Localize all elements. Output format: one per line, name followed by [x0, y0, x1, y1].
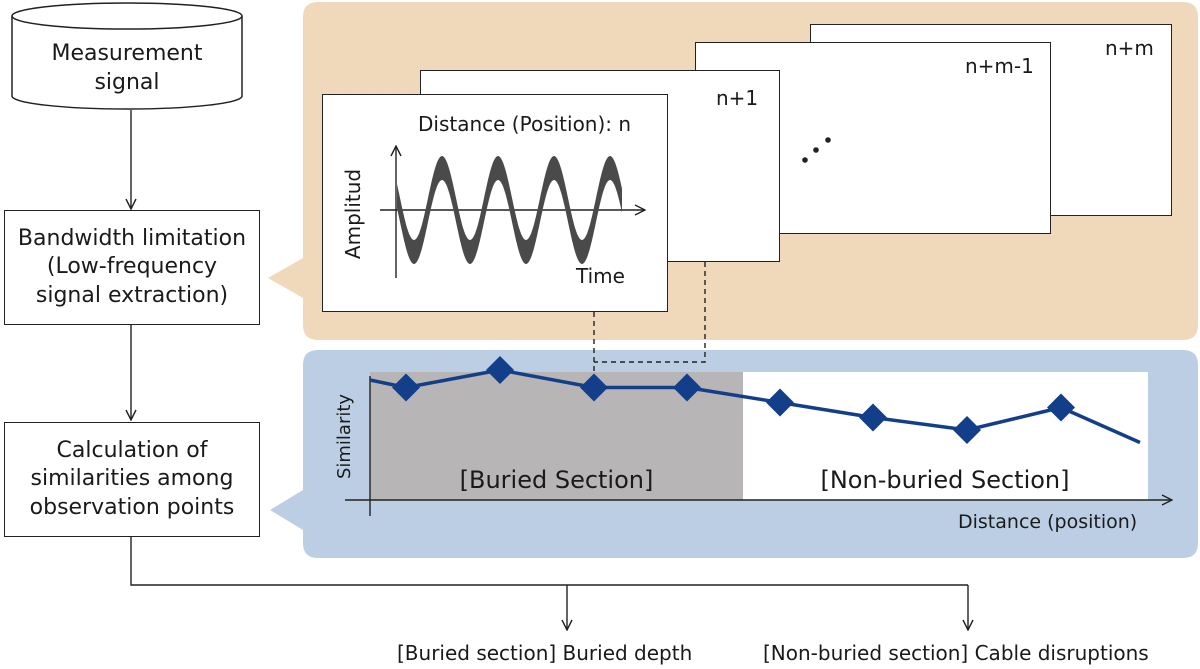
measurement-line-2: signal: [94, 69, 160, 95]
similarity-marker: [1047, 393, 1075, 422]
output-connector: [130, 537, 968, 586]
distance-axis-label: Distance (position): [958, 511, 1138, 533]
buried-section-label: [Buried Section]: [459, 466, 654, 494]
output-buried-depth: [Buried section] Buried depth: [397, 641, 693, 665]
measurement-signal-label: Measurement signal: [12, 40, 242, 97]
calc-line-1: Calculation of: [56, 437, 208, 463]
frame-n-label: Distance (Position): n: [418, 112, 632, 136]
similarity-marker: [953, 416, 981, 444]
bandwidth-line-1: Bandwidth limitation: [17, 225, 247, 251]
non-buried-section-label: [Non-buried Section]: [820, 466, 1070, 494]
frame-n-plus-m-minus-1-label: n+m-1: [965, 54, 1034, 78]
frame-n-plus-1-label: n+1: [716, 86, 759, 110]
similarity-marker: [392, 373, 420, 402]
similarity-marker: [580, 373, 608, 402]
dashed-link-frame-n-plus-1: [594, 262, 706, 363]
bandwidth-line-3: signal extraction): [35, 282, 229, 308]
amplitude-axis-label: Amplitud: [341, 168, 366, 260]
similarity-marker: [486, 356, 514, 384]
output-cable-disruptions: [Non-buried section] Cable disruptions: [763, 641, 1149, 665]
similarity-calculation-box: Calculation of similarities among observ…: [4, 422, 260, 537]
similarity-marker: [766, 388, 794, 417]
measurement-line-1: Measurement: [51, 41, 203, 66]
measurement-cylinder: [11, 2, 243, 110]
waveform-band: [397, 156, 622, 264]
similarity-marker: [859, 403, 887, 432]
time-axis-label: Time: [576, 264, 625, 288]
frame-n-plus-m-label: n+m: [1105, 36, 1154, 60]
similarity-axis-label: Similarity: [334, 393, 356, 480]
bandwidth-line-2: (Low-frequency: [46, 254, 218, 280]
ellipsis-dots: [802, 137, 831, 163]
calc-line-3: observation points: [29, 494, 235, 520]
similarity-series-line: [369, 368, 1141, 445]
similarity-marker: [673, 373, 701, 402]
bandwidth-limitation-box: Bandwidth limitation (Low-frequency sign…: [4, 210, 260, 325]
similarity-markers: [392, 356, 1075, 444]
frame-n: [322, 94, 668, 312]
calc-line-2: similarities among: [30, 466, 234, 492]
